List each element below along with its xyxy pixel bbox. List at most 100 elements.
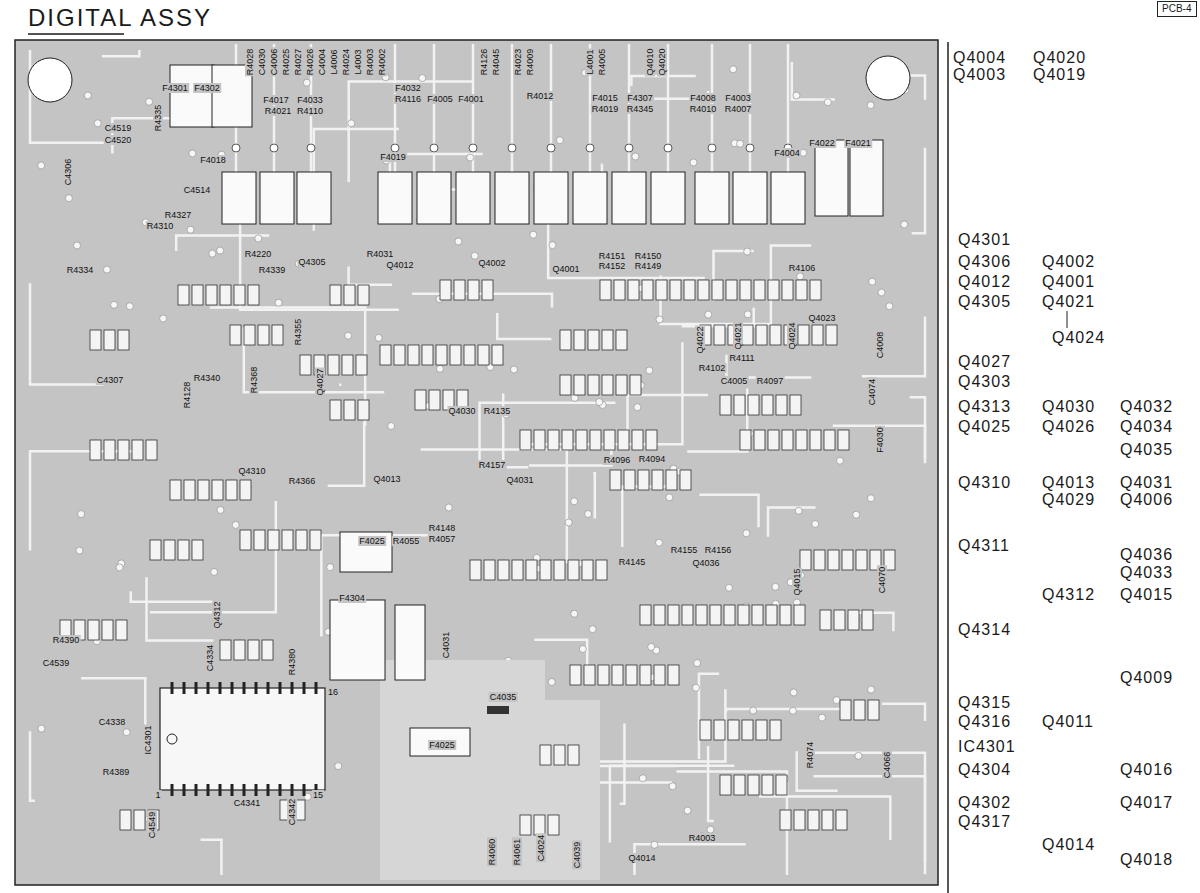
via xyxy=(579,646,586,653)
chip-component xyxy=(248,285,259,305)
chip-component xyxy=(560,330,571,350)
parts-list-entry: Q4026 xyxy=(1042,418,1095,436)
part-label: F4004 xyxy=(773,148,801,158)
chip-component xyxy=(534,815,545,835)
pad xyxy=(469,144,477,152)
via xyxy=(445,504,452,511)
chip-component xyxy=(104,330,115,350)
part-label: C4334 xyxy=(205,644,215,673)
filter-block xyxy=(297,172,331,224)
chip-component xyxy=(234,285,245,305)
part-label: L4003 xyxy=(353,48,363,75)
part-label: Q4015 xyxy=(792,567,802,596)
chip-component xyxy=(618,430,629,450)
chip-component xyxy=(780,810,791,830)
ic-outline xyxy=(160,688,325,790)
parts-list-entry: Q4305 xyxy=(958,293,1011,311)
chip-component xyxy=(616,330,627,350)
chip-component xyxy=(415,390,426,410)
part-label: R4335 xyxy=(153,104,163,133)
chip-component xyxy=(654,665,665,685)
chip-component xyxy=(520,430,531,450)
via xyxy=(123,729,130,736)
part-label: C4338 xyxy=(98,717,127,727)
via xyxy=(737,140,744,147)
chip-component xyxy=(192,285,203,305)
parts-list-entry: Q4021 xyxy=(1042,293,1095,311)
via xyxy=(388,422,395,429)
part-label: R4057 xyxy=(428,534,457,544)
chip-component xyxy=(582,560,593,580)
chip-component xyxy=(762,775,773,795)
chip-component xyxy=(116,620,127,640)
via xyxy=(209,250,216,257)
part-label: C4006 xyxy=(269,48,279,77)
chip-component xyxy=(780,605,791,625)
via xyxy=(656,316,663,323)
copper-trace xyxy=(480,403,616,468)
copper-traces xyxy=(30,44,925,880)
ic-pin xyxy=(219,682,222,694)
part-label: IC4301 xyxy=(143,724,153,755)
chip-component xyxy=(630,375,641,395)
part-label: R4390 xyxy=(52,635,81,645)
ic-pin xyxy=(207,784,210,796)
part-label: R4097 xyxy=(756,376,785,386)
chip-component xyxy=(244,325,255,345)
chip-component xyxy=(684,280,695,300)
copper-trace xyxy=(631,76,695,86)
part-label: C4070 xyxy=(877,566,887,595)
ic-pin xyxy=(267,784,270,796)
part-label: R4116 xyxy=(394,94,422,104)
title: DIGITAL ASSY xyxy=(28,6,212,30)
part-label: C4066 xyxy=(882,751,892,780)
part-label: R4111 xyxy=(728,353,755,363)
mounting-hole xyxy=(28,58,72,102)
parts-list-entry: Q4006 xyxy=(1120,491,1173,509)
chip-component xyxy=(520,815,531,835)
chip-component xyxy=(728,720,739,740)
via xyxy=(94,120,101,127)
part-label: R4106 xyxy=(788,263,817,273)
part-label: Q4021 xyxy=(733,321,743,350)
part-label: R4096 xyxy=(603,455,632,465)
chip-component xyxy=(240,480,251,500)
part-label: Q4020 xyxy=(657,47,667,76)
copper-trace xyxy=(610,766,734,843)
parts-list-entry: Q4033 xyxy=(1120,564,1173,582)
chip-component xyxy=(654,605,665,625)
via xyxy=(634,404,641,411)
chip-component xyxy=(358,400,369,420)
part-label: F4033 xyxy=(296,95,324,105)
part-label: R4339 xyxy=(258,265,287,275)
parts-list-entry: Q4020 xyxy=(1033,49,1086,67)
chip-component xyxy=(742,720,753,740)
chip-component xyxy=(668,605,679,625)
via xyxy=(596,399,603,406)
part-label: R4334 xyxy=(66,265,95,275)
part-label: R4110 xyxy=(296,106,324,116)
chip-component xyxy=(310,530,321,550)
chip-component xyxy=(562,430,573,450)
mounting-hole xyxy=(866,56,910,100)
copper-trace xyxy=(102,50,139,56)
parts-list-entry: Q4025 xyxy=(958,418,1011,436)
part-label: R4005 xyxy=(597,48,607,77)
sheet-tag-text: PCB-4 xyxy=(1162,4,1192,14)
via xyxy=(853,511,860,518)
chip-component xyxy=(330,285,341,305)
chip-component xyxy=(682,605,693,625)
filter-block xyxy=(260,172,294,224)
via xyxy=(211,568,218,575)
copper-trace xyxy=(593,473,595,518)
parts-list-entry: Q4302 xyxy=(958,794,1011,812)
part-label: Q4014 xyxy=(627,853,656,863)
part-label: Q4027 xyxy=(315,367,325,396)
via xyxy=(436,365,443,372)
ic-pin xyxy=(195,682,198,694)
via xyxy=(375,334,382,341)
parts-list-entry: Q4036 xyxy=(1120,546,1173,564)
chip-component xyxy=(468,280,479,300)
part-label: R4028 xyxy=(245,48,255,77)
